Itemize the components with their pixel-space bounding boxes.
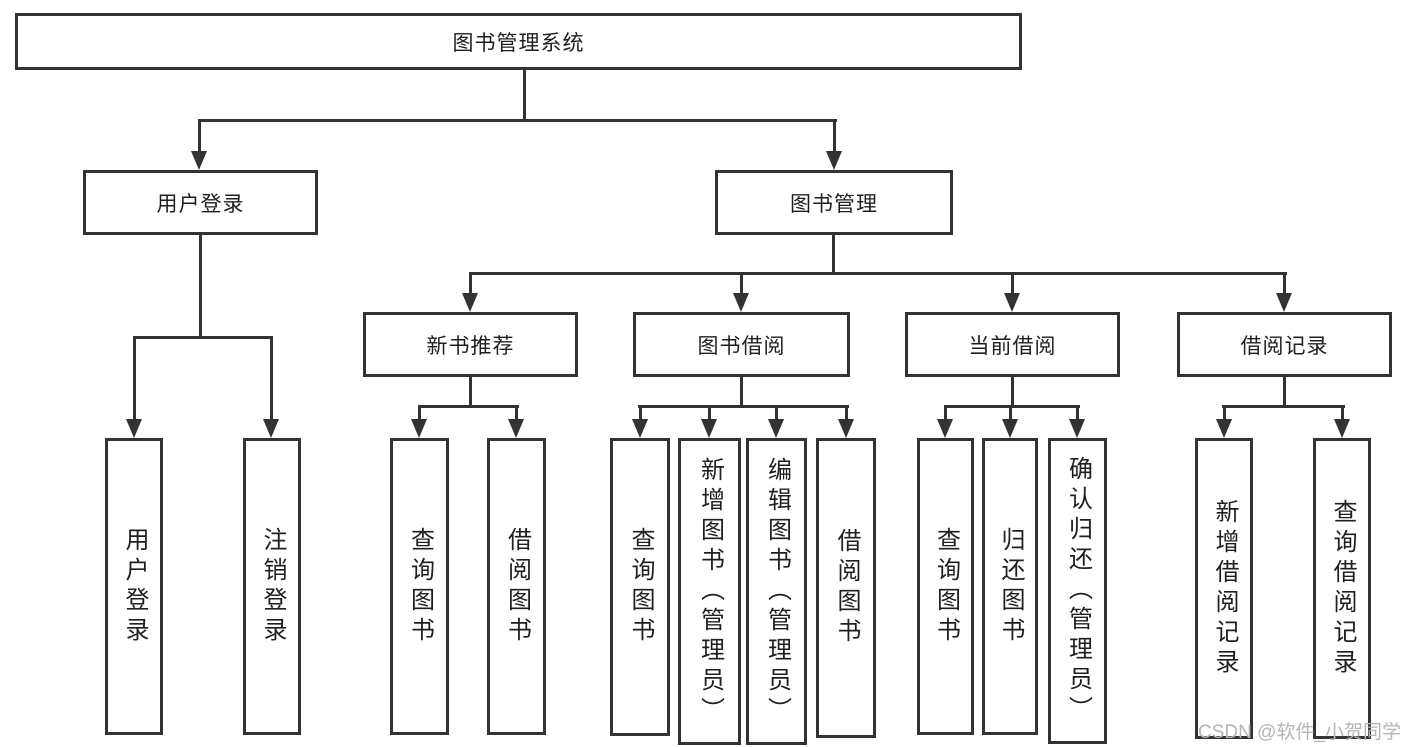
connector-line xyxy=(1223,405,1226,421)
arrow-down-icon xyxy=(733,293,749,312)
connector-line xyxy=(708,405,711,421)
node-user-login: 用户登录 xyxy=(83,170,318,235)
leaf-label: 借阅图书 xyxy=(833,528,860,648)
connector-line xyxy=(740,272,743,297)
connector-line xyxy=(523,68,526,120)
leaf-user-login: 用户登录 xyxy=(105,438,163,735)
connector-line xyxy=(198,119,201,154)
connector-line xyxy=(1222,405,1345,408)
connector-line xyxy=(418,405,421,421)
arrow-down-icon xyxy=(1334,419,1350,438)
connector-line xyxy=(469,272,1287,275)
node-label: 图书管理 xyxy=(790,192,878,216)
connector-line xyxy=(1076,405,1079,421)
leaf-label: 确认归还（管理员） xyxy=(1064,456,1092,726)
leaf-label: 用户登录 xyxy=(121,526,148,647)
arrow-down-icon xyxy=(838,419,854,438)
leaf-records-add-record: 新增借阅记录 xyxy=(1195,438,1253,739)
connector-line xyxy=(638,405,849,408)
node-label: 借阅记录 xyxy=(1240,334,1329,358)
leaf-records-query-record: 查询借阅记录 xyxy=(1313,438,1371,739)
leaf-label: 查询图书 xyxy=(627,527,654,647)
connector-line xyxy=(133,336,136,421)
leaf-label: 借阅图书 xyxy=(503,526,531,647)
leaf-label: 注销登录 xyxy=(259,526,286,647)
leaf-label: 查询图书 xyxy=(932,526,960,647)
node-label: 用户登录 xyxy=(156,192,245,216)
connector-line xyxy=(418,405,519,408)
leaf-borrow-borrow-books: 借阅图书 xyxy=(816,438,876,738)
arrow-down-icon xyxy=(1002,419,1018,438)
node-book-management: 图书管理 xyxy=(715,170,953,235)
node-label: 当前借阅 xyxy=(968,334,1057,358)
connector-line xyxy=(944,405,947,421)
arrow-down-icon xyxy=(937,419,953,438)
arrow-down-icon xyxy=(1069,419,1085,438)
leaf-current-confirm-return-admin: 确认归还（管理员） xyxy=(1048,438,1107,744)
leaf-current-query-books: 查询图书 xyxy=(917,438,974,735)
arrow-down-icon xyxy=(508,419,524,438)
arrow-down-icon xyxy=(826,151,842,170)
node-book-borrow: 图书借阅 xyxy=(633,312,850,377)
connector-line xyxy=(1341,405,1344,421)
node-label: 图书管理系统 xyxy=(452,31,585,55)
leaf-label: 查询借阅记录 xyxy=(1329,498,1356,679)
leaf-logout-login: 注销登录 xyxy=(243,438,301,735)
leaf-newbook-query-books: 查询图书 xyxy=(390,438,449,735)
arrow-down-icon xyxy=(632,419,648,438)
node-new-book-recommend: 新书推荐 xyxy=(363,312,578,377)
connector-line xyxy=(1009,405,1012,421)
arrow-down-icon xyxy=(1276,293,1292,312)
watermark: CSDN @软件_小贺同学 xyxy=(1198,722,1401,743)
arrow-down-icon xyxy=(462,293,478,312)
connector-line xyxy=(639,405,642,421)
leaf-label: 新增借阅记录 xyxy=(1211,498,1238,679)
leaf-borrow-query-books: 查询图书 xyxy=(610,438,670,736)
node-borrow-records: 借阅记录 xyxy=(1177,312,1392,377)
node-label: 新书推荐 xyxy=(426,334,515,358)
arrow-down-icon xyxy=(1004,293,1020,312)
arrow-down-icon xyxy=(768,419,784,438)
connector-line xyxy=(198,119,837,122)
connector-line xyxy=(270,336,273,421)
node-root: 图书管理系统 xyxy=(15,13,1022,70)
leaf-label: 归还图书 xyxy=(997,526,1024,647)
leaf-current-return-books: 归还图书 xyxy=(982,438,1038,735)
connector-line xyxy=(469,377,472,408)
arrow-down-icon xyxy=(411,419,427,438)
connector-line xyxy=(133,336,273,339)
connector-line xyxy=(845,405,848,421)
connector-line xyxy=(944,405,1080,408)
connector-line xyxy=(515,405,518,421)
connector-line xyxy=(775,405,778,421)
connector-line xyxy=(199,235,202,338)
connector-line xyxy=(833,119,836,154)
connector-line xyxy=(469,272,472,297)
leaf-newbook-borrow-books: 借阅图书 xyxy=(487,438,546,735)
arrow-down-icon xyxy=(1216,419,1232,438)
arrow-down-icon xyxy=(263,419,279,438)
node-label: 图书借阅 xyxy=(697,334,786,358)
connector-line xyxy=(1283,377,1286,408)
node-current-borrow: 当前借阅 xyxy=(905,312,1120,377)
connector-line xyxy=(1011,377,1014,408)
connector-line xyxy=(1283,272,1286,297)
connector-line xyxy=(832,235,835,275)
arrow-down-icon xyxy=(701,419,717,438)
leaf-borrow-edit-books-admin: 编辑图书（管理员） xyxy=(746,438,807,745)
connector-line xyxy=(740,377,743,408)
arrow-down-icon xyxy=(191,151,207,170)
connector-line xyxy=(1011,272,1014,297)
arrow-down-icon xyxy=(126,419,142,438)
leaf-borrow-add-books-admin: 新增图书（管理员） xyxy=(678,438,741,745)
leaf-label: 编辑图书（管理员） xyxy=(763,456,791,727)
leaf-label: 查询图书 xyxy=(406,526,434,647)
leaf-label: 新增图书（管理员） xyxy=(696,456,724,727)
